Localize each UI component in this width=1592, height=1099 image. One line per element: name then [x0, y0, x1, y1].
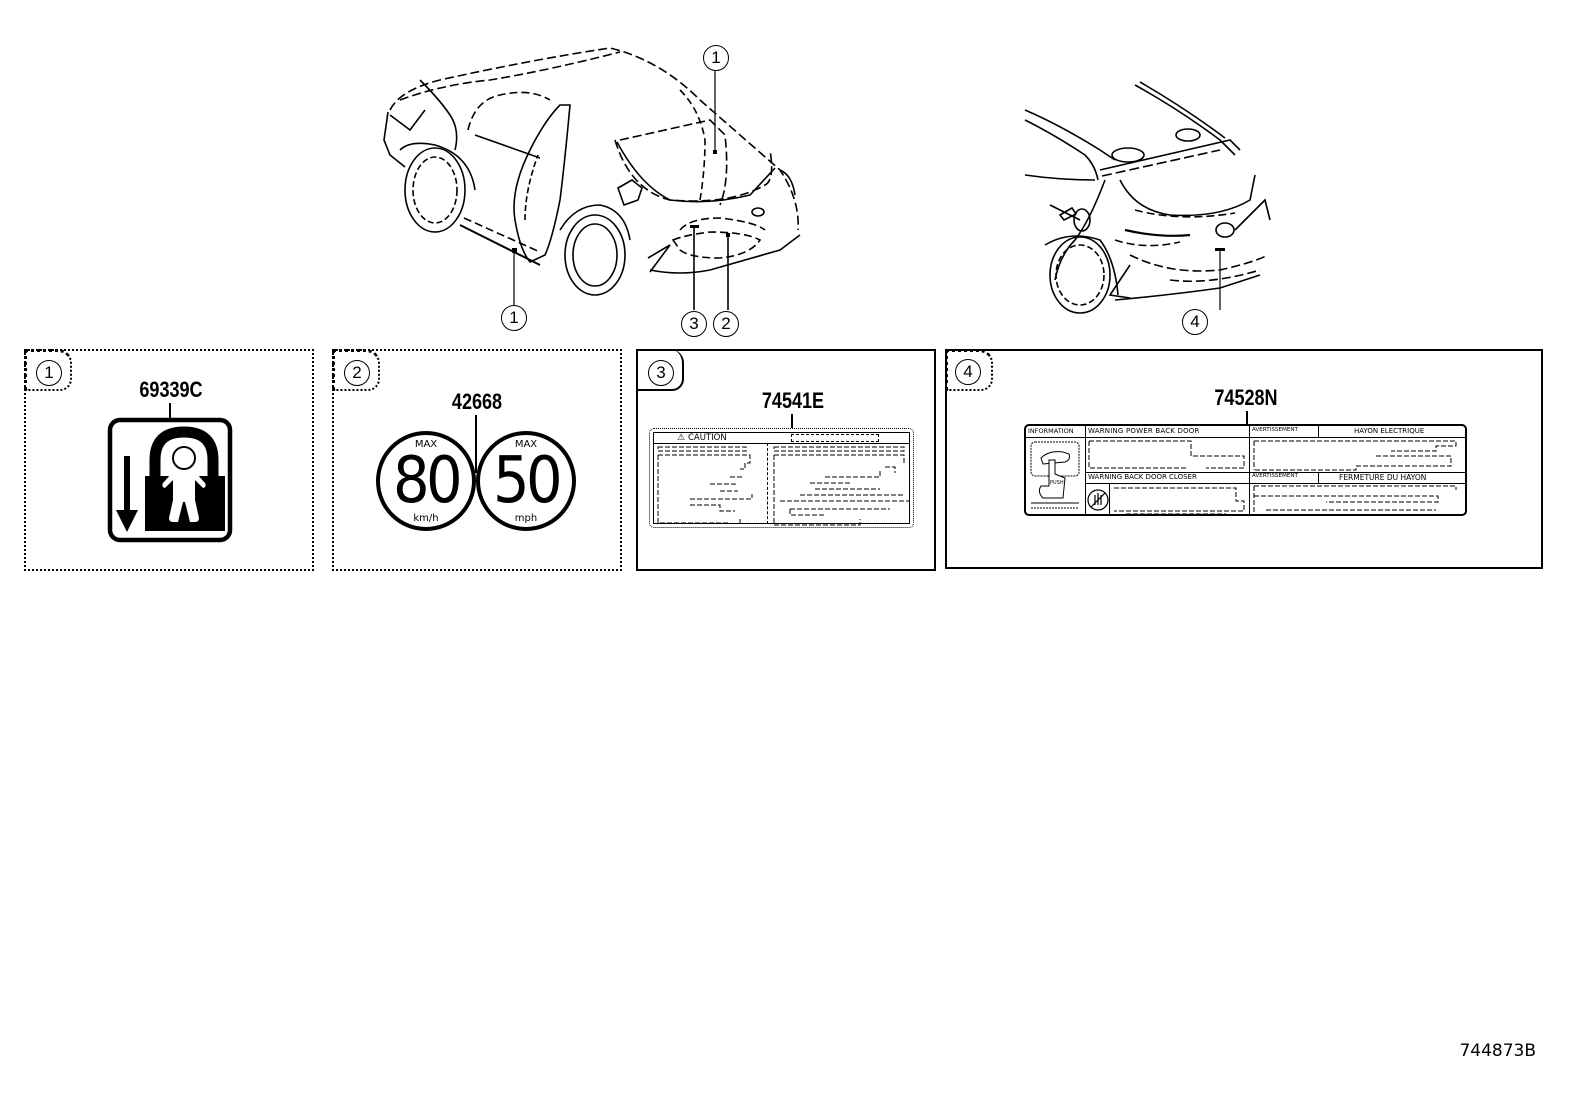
panel-callout-number: 2	[344, 360, 370, 386]
label-warning-power-back-door: WARNING POWER BACK DOOR	[1088, 427, 1200, 435]
part-number: 69339C	[139, 377, 203, 402]
panel-power-back-door-label: 4 74528N INFORMATION WARNING POWER BACK …	[945, 349, 1543, 569]
panel-callout-number: 4	[955, 359, 981, 385]
label-divider	[1085, 483, 1465, 484]
callout-back-door-lower-right: 2	[713, 311, 739, 337]
part-number: 74541E	[761, 388, 825, 413]
label-divider	[1318, 472, 1319, 483]
leader-line	[475, 415, 477, 473]
label-header-divider	[653, 443, 910, 444]
overview-sedan-illustration	[380, 40, 810, 340]
label-divider	[1026, 437, 1085, 438]
leader-line	[791, 414, 793, 428]
speed-sign-value: 50	[492, 444, 563, 518]
caution-label-sticker: ⚠ CAUTION	[649, 428, 914, 528]
redacted-text-lines	[657, 446, 910, 526]
callout-back-door-lower-left: 3	[681, 311, 707, 337]
redacted-text-lines	[1088, 440, 1457, 516]
panel-callout-number: 1	[36, 360, 62, 386]
label-warning-back-door-closer: WARNING BACK DOOR CLOSER	[1088, 473, 1197, 481]
panel-child-lock-label: 1 69339C	[24, 349, 314, 571]
redacted-heading-box	[791, 434, 879, 442]
warning-triangle-icon: ⚠	[677, 432, 686, 442]
push-label: PUSH	[1050, 480, 1064, 486]
part-number: 74528N	[1214, 385, 1278, 410]
label-avertissement-1: AVERTISSEMENT	[1252, 427, 1298, 433]
panel-tab	[945, 349, 993, 391]
label-column-divider	[767, 443, 768, 524]
leader-line	[169, 403, 171, 419]
callout-door-pillar: 1	[501, 305, 527, 331]
speed-sign-kmh: MAX 80 km/h	[376, 431, 476, 531]
panel-tab	[636, 349, 684, 391]
leader-line	[1246, 411, 1248, 425]
child-lock-icon	[107, 417, 233, 543]
push-button-hand-icon	[1030, 441, 1080, 509]
label-divider	[1318, 426, 1319, 437]
part-number: 42668	[451, 389, 503, 414]
callout-rear-window: 1	[703, 45, 729, 71]
speed-sign-unit: mph	[514, 513, 538, 524]
speed-sign-max-label: MAX	[414, 439, 438, 450]
label-fermeture-du-hayon: FERMETURE DU HAYON	[1339, 473, 1427, 482]
label-hayon-electrique: HAYON ELECTRIQUE	[1354, 427, 1425, 435]
label-divider	[1249, 426, 1250, 514]
speed-sign-unit: km/h	[413, 513, 439, 524]
label-divider	[1085, 437, 1465, 438]
car-side-rear-view-icon	[383, 47, 801, 310]
panel-tab	[332, 349, 380, 391]
speed-sign-max-label: MAX	[514, 439, 538, 450]
label-inner-frame	[653, 432, 910, 524]
figure-code: 744873B	[1459, 1041, 1536, 1061]
panel-speed-limit-label: 2 42668 MAX 80 km/h MAX 50 mph	[332, 349, 622, 571]
label-divider	[1085, 472, 1465, 473]
car-rear-view-icon	[1024, 81, 1271, 314]
label-information: INFORMATION	[1028, 427, 1074, 435]
panel-callout-number: 3	[648, 360, 674, 386]
no-hand-prohibition-icon	[1087, 489, 1109, 511]
callout-back-door-emblem-area: 4	[1182, 309, 1208, 335]
speed-sign-mph: MAX 50 mph	[476, 431, 576, 531]
overview-hatchback-rear-illustration	[1020, 80, 1271, 320]
caution-heading: CAUTION	[688, 433, 727, 443]
label-avertissement-2: AVERTISSEMENT	[1252, 473, 1298, 479]
label-divider	[1109, 483, 1110, 514]
speed-sign-value: 80	[392, 444, 463, 518]
label-divider	[1085, 426, 1086, 514]
panel-tab	[24, 349, 72, 391]
power-back-door-label-sticker: INFORMATION WARNING POWER BACK DOOR AVER…	[1024, 424, 1467, 516]
panel-caution-label: 3 74541E ⚠ CAUTION	[636, 349, 936, 571]
